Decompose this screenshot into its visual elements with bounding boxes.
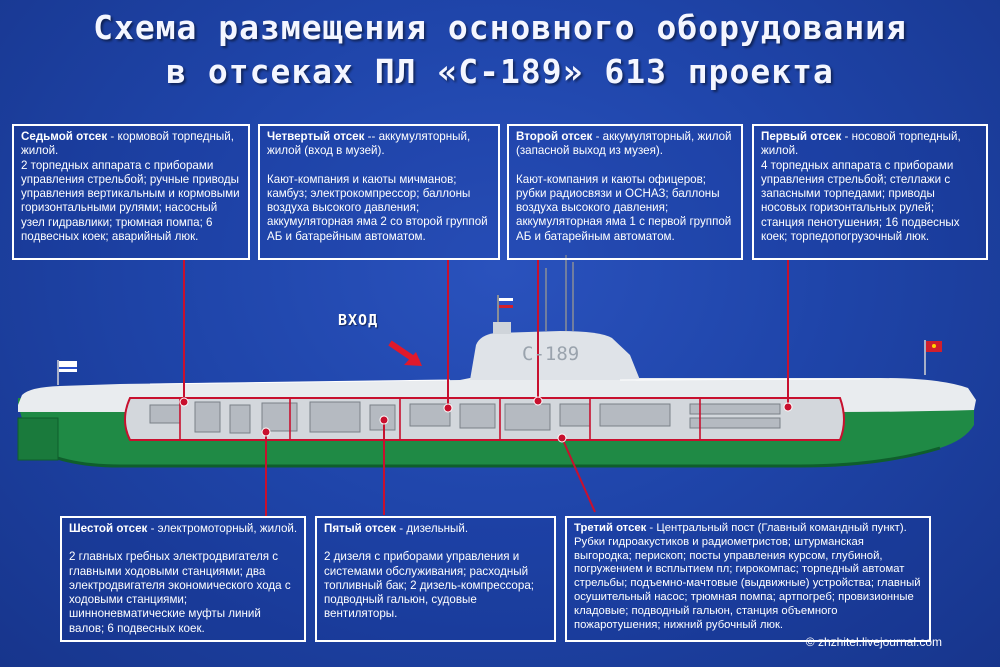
compartment-5-text: 2 дизеля с приборами управления и систем… (324, 550, 534, 621)
compartment-7-title: Седьмой отсек (21, 130, 108, 143)
poster-title-line-1: Схема размещения основного оборудования (93, 8, 907, 47)
compartment-1-text: 4 торпедных аппарата с приборами управле… (761, 158, 960, 244)
compartment-6-text: 2 главных гребных электродвигателя с гла… (69, 550, 291, 635)
compartment-6-subtitle: - электромоторный, жилой. (147, 522, 298, 535)
compartment-7-subtitle: - кормовой торпедный, жилой. (21, 130, 234, 158)
compartment-5-subtitle: - дизельный. (396, 522, 469, 535)
compartment-2-subtitle: - аккумуляторный, жилой (запасной выход … (516, 130, 732, 158)
compartment-4-subtitle: -- аккумуляторный, жилой (вход в музей). (267, 130, 471, 158)
compartment-2-text: Кают-компания и каюты офицеров; рубки ра… (516, 172, 732, 243)
credit-watermark: © zhzhitel.livejournal.com (805, 635, 942, 649)
compartment-3-title: Третий отсек (574, 522, 647, 534)
compartment-7-box: Седьмой отсек - кормовой торпедный, жило… (12, 124, 250, 260)
compartment-5-box: Пятый отсек - дизельный. 2 дизеля с приб… (315, 516, 556, 642)
stern-flag (59, 361, 77, 372)
sail-number: С-189 (522, 343, 579, 365)
conning-tower (470, 331, 640, 380)
compartment-4-title: Четвертый отсек (267, 130, 365, 143)
compartment-1-title: Первый отсек (761, 130, 842, 143)
entry-label: ВХОД (338, 311, 379, 329)
compartment-2-box: Второй отсек - аккумуляторный, жилой (за… (507, 124, 743, 260)
compartment-4-box: Четвертый отсек -- аккумуляторный, жилой… (258, 124, 500, 260)
compartment-5-title: Пятый отсек (324, 522, 397, 535)
compartment-3-box: Третий отсек - Центральный пост (Главный… (565, 516, 931, 642)
compartment-2-title: Второй отсек (516, 130, 593, 143)
poster-title-line-2: в отсеках ПЛ «С-189» 613 проекта (166, 52, 834, 91)
compartment-1-box: Первый отсек - носовой торпедный, жилой.… (752, 124, 988, 260)
compartment-4-text: Кают-компания и каюты мичманов; камбуз; … (267, 172, 488, 243)
compartment-3-text: Рубки гидроакустиков и радиометристов; ш… (574, 535, 921, 631)
compartment-1-subtitle: - носовой торпедный, жилой. (761, 130, 961, 158)
compartment-7-text: 2 торпедных аппарата с приборами управле… (21, 158, 240, 244)
compartment-6-title: Шестой отсек (69, 522, 148, 535)
compartment-6-box: Шестой отсек - электромоторный, жилой. 2… (60, 516, 306, 642)
compartment-3-subtitle: - Центральный пост (Главный командный пу… (646, 522, 907, 534)
sail-top (493, 322, 511, 334)
